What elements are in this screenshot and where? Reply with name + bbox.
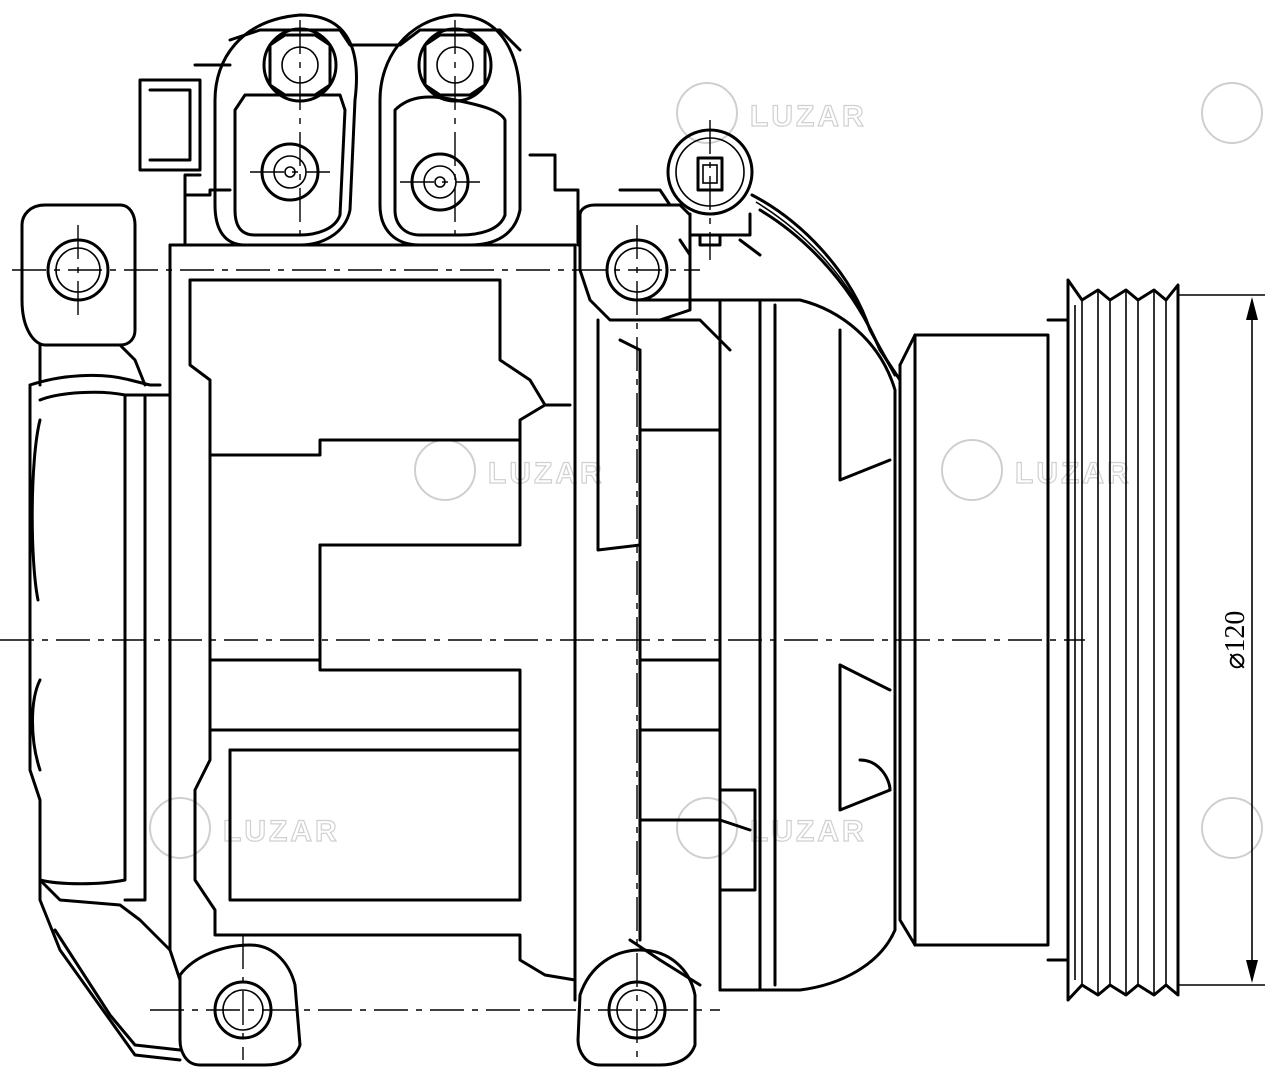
- watermark-logo-right: LUZAR: [941, 439, 1132, 501]
- watermark-text: LUZAR: [488, 457, 605, 490]
- watermark-group: LUZAR LUZAR LUZAR LUZAR LUZAR: [149, 82, 1263, 859]
- right-mounting-ear: [578, 188, 692, 322]
- dimension-label: ⌀120: [1220, 611, 1251, 670]
- connector: [666, 128, 902, 382]
- connector-body: [666, 128, 754, 216]
- watermark-logo-bottom-mid: LUZAR: [676, 797, 867, 859]
- left-bolt-hole: [46, 238, 110, 302]
- left-mounting-ear: [20, 203, 147, 387]
- bottom-right-ear: [576, 948, 697, 1067]
- right-fitting: [378, 13, 522, 247]
- rear-housing: [28, 373, 182, 1062]
- dimension-arrow-bottom: [1246, 960, 1258, 983]
- pulley: [898, 278, 1180, 1002]
- centerlines: [0, 20, 1085, 1060]
- right-bolt-hole: [605, 238, 669, 302]
- left-fitting: [213, 13, 358, 247]
- bottom-left-ear: [178, 943, 302, 1067]
- dimension-arrow-top: [1246, 297, 1258, 320]
- watermark-text: LUZAR: [750, 815, 867, 848]
- watermark-text: LUZAR: [750, 100, 867, 133]
- bottom-right-bolt-hole: [607, 980, 667, 1040]
- watermark-text: LUZAR: [1015, 457, 1132, 490]
- front-housing: [596, 298, 897, 992]
- watermark-logo-edge: [1201, 82, 1263, 859]
- watermark-logo-bottom-left: LUZAR: [149, 797, 340, 859]
- diameter-dimension: ⌀120: [1178, 294, 1265, 986]
- right-fitting-nut: [417, 27, 493, 103]
- top-manifold: [138, 28, 580, 247]
- left-fitting-nut: [262, 27, 338, 103]
- watermark-logo-top: LUZAR: [676, 82, 867, 144]
- watermark-text: LUZAR: [223, 815, 340, 848]
- bottom-left-bolt-hole: [213, 980, 273, 1040]
- main-body: [168, 243, 577, 1002]
